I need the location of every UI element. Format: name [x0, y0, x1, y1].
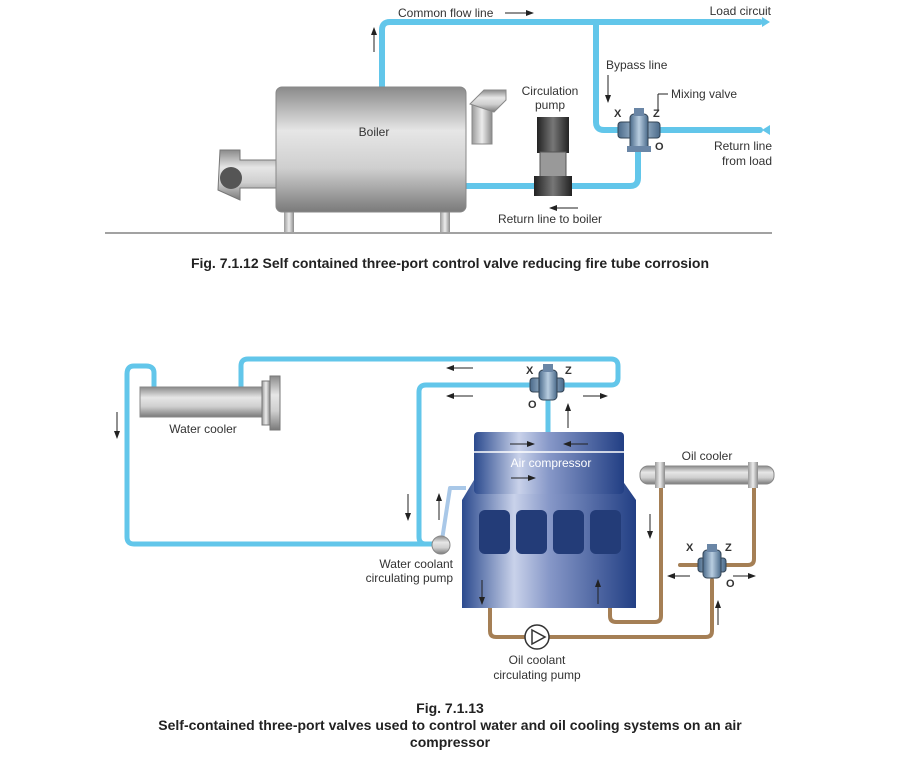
- pump-label-line1: Circulation: [522, 84, 579, 98]
- boiler: Boiler: [217, 86, 507, 232]
- fig1-group: Boiler Common flow line Load circuit Byp…: [105, 4, 772, 234]
- water-pump-label-line2: circulating pump: [366, 571, 454, 585]
- oil-pump-label-line2: circulating pump: [493, 668, 581, 682]
- oil-cooler-to-valve: [608, 478, 663, 624]
- load-circuit-arrow: [762, 17, 770, 27]
- oil-three-port-valve: [697, 544, 727, 579]
- boiler-label: Boiler: [359, 125, 390, 139]
- water-pump-label-line1: Water coolant: [379, 557, 453, 571]
- oil-cooler-label: Oil cooler: [682, 449, 733, 463]
- return-load-label-line1: Return line: [714, 139, 772, 153]
- fig2-oil-pipes: [488, 478, 756, 639]
- fig2-valve2-port-z: Z: [725, 542, 732, 554]
- bypass-pipe: [593, 19, 623, 133]
- cylinder-4: [590, 510, 621, 554]
- mixing-valve-label: Mixing valve: [671, 87, 737, 101]
- oil-pump-label-line1: Oil coolant: [509, 653, 566, 667]
- oil-cooler: Oil cooler: [639, 449, 775, 488]
- air-compressor: Air compressor: [462, 432, 636, 608]
- water-cooler-to-top: [238, 356, 621, 391]
- valve-to-return: [416, 382, 533, 547]
- air-compressor-label: Air compressor: [511, 456, 592, 470]
- fig2-water-pipes: [124, 356, 621, 547]
- oil-valve-to-cooler: [719, 478, 756, 567]
- oil-return-pipe: [488, 605, 526, 639]
- common-flow-label: Common flow line: [398, 6, 494, 20]
- boiler-shell: [275, 86, 467, 213]
- fig2-valve2-port-x: X: [686, 542, 694, 554]
- oil-coolant-pump: [524, 624, 550, 650]
- circulation-pump: [534, 117, 572, 196]
- fig1-port-z: Z: [653, 108, 660, 120]
- cylinder-2: [516, 510, 547, 554]
- fig2-valve1-port-x: X: [526, 365, 534, 377]
- return-load-arrow: [762, 125, 770, 135]
- cylinder-1: [479, 510, 510, 554]
- fig2-valve1-port-z: Z: [565, 365, 572, 377]
- fig2-flow-arrows: [114, 365, 756, 625]
- fig1-port-x: X: [614, 108, 622, 120]
- mixing-valve: [617, 108, 661, 152]
- return-to-boiler-pipe: [457, 147, 641, 189]
- fig1-caption: Fig. 7.1.12 Self contained three-port co…: [190, 255, 710, 271]
- load-circuit-label: Load circuit: [710, 4, 772, 18]
- fig1-water-pipes: [379, 19, 763, 189]
- water-three-port-valve: [529, 364, 565, 401]
- pump-label-line2: pump: [535, 98, 565, 112]
- return-load-label-line2: from load: [722, 154, 772, 168]
- fig2-group: Water cooler Oil cooler Air compressor: [114, 356, 775, 682]
- water-coolant-pump: [431, 535, 451, 555]
- cylinder-3: [553, 510, 584, 554]
- fig2-caption-line2: compressor: [409, 734, 491, 750]
- bypass-label: Bypass line: [606, 58, 668, 72]
- oil-pump-to-valve: [548, 578, 714, 639]
- water-cooler-label: Water cooler: [169, 422, 237, 436]
- return-boiler-label: Return line to boiler: [498, 212, 602, 226]
- fig2-caption-line1: Self-contained three-port valves used to…: [158, 717, 742, 733]
- common-flow-pipe: [379, 19, 763, 93]
- water-loop-outer: [124, 363, 435, 547]
- fig2-caption-number: Fig. 7.1.13: [416, 700, 484, 716]
- coolant-pump-pipe: [440, 486, 466, 541]
- water-cooler: Water cooler: [139, 375, 281, 436]
- fig1-port-o: O: [655, 141, 664, 153]
- fig2-valve2-port-o: O: [726, 578, 735, 590]
- fig2-valve1-port-o: O: [528, 399, 537, 411]
